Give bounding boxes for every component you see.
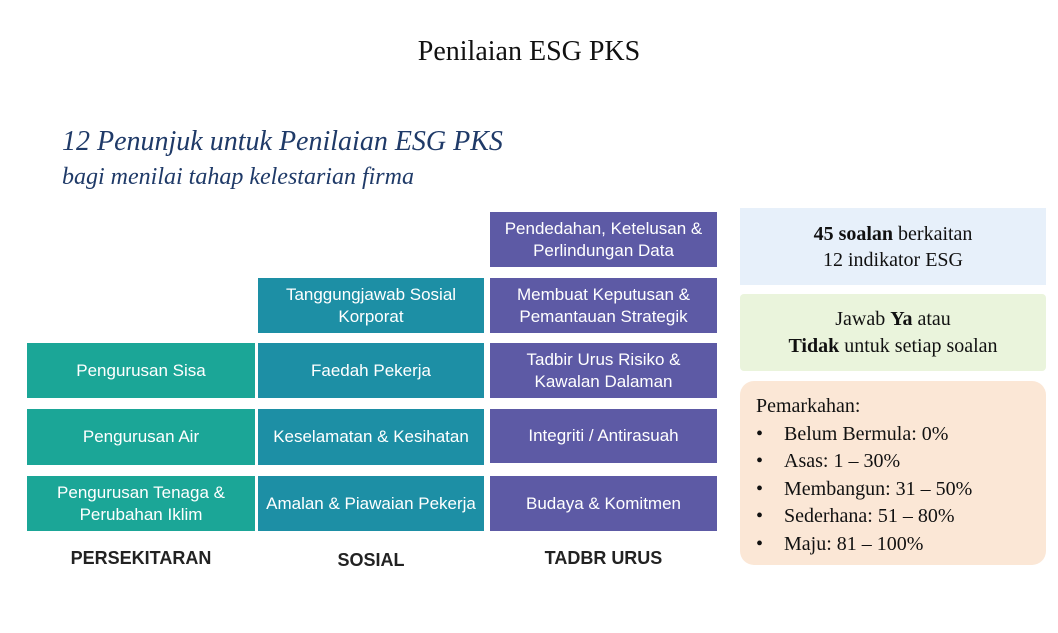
gov-indicator-culture: Budaya & Komitmen bbox=[490, 476, 717, 531]
subtitle-line-1: 12 Penunjuk untuk Penilaian ESG PKS bbox=[62, 126, 503, 157]
scoring-panel: Pemarkahan: • Belum Bermula: 0% • Asas: 1 … bbox=[740, 381, 1046, 565]
answer-yes: Ya bbox=[890, 307, 913, 330]
scoring-level: • Sederhana: 51 – 80% bbox=[756, 503, 1030, 531]
bullet: • bbox=[756, 477, 764, 500]
env-indicator-waste: Pengurusan Sisa bbox=[27, 343, 255, 398]
answer-prefix: Jawab bbox=[835, 307, 891, 330]
soc-indicator-benefits: Faedah Pekerja bbox=[258, 343, 484, 398]
bullet: • bbox=[756, 532, 764, 555]
questions-panel: 45 soalan berkaitan 12 indikator ESG bbox=[740, 208, 1046, 285]
env-indicator-energy-climate: Pengurusan Tenaga & Perubahan Iklim bbox=[27, 476, 255, 531]
scoring-level: • Asas: 1 – 30% bbox=[756, 448, 1030, 476]
env-indicator-water: Pengurusan Air bbox=[27, 409, 255, 465]
gov-indicator-disclosure-data: Pendedahan, Ketelusan & Perlindungan Dat… bbox=[490, 212, 717, 267]
answer-line-2: Tidak untuk setiap soalan bbox=[788, 333, 997, 360]
bullet: • bbox=[756, 450, 764, 472]
soc-indicator-safety-health: Keselamatan & Kesihatan bbox=[258, 409, 484, 465]
questions-line-2: 12 indikator ESG bbox=[823, 248, 963, 271]
pillar-label-governance: TADBR URUS bbox=[544, 548, 663, 568]
gov-indicator-risk-control: Tadbir Urus Risiko & Kawalan Dalaman bbox=[490, 343, 717, 398]
bullet: • bbox=[756, 422, 764, 445]
gov-indicator-decision-strategy: Membuat Keputusan & Pemantauan Strategik bbox=[490, 278, 717, 333]
answer-suffix: untuk setiap soalan bbox=[839, 334, 998, 357]
answer-no: Tidak bbox=[788, 334, 840, 357]
scoring-level-text: Belum Bermula: 0% bbox=[784, 422, 949, 445]
answer-panel: Jawab Ya atau Tidak untuk setiap soalan bbox=[740, 294, 1046, 371]
scoring-level-text: Membangun: 31 – 50% bbox=[784, 477, 973, 500]
scoring-level: • Maju: 81 – 100% bbox=[756, 531, 1030, 559]
scoring-list: • Belum Bermula: 0% • Asas: 1 – 30% • Memba… bbox=[756, 421, 1030, 559]
scoring-level-text: Maju: 81 – 100% bbox=[784, 532, 924, 555]
subtitle: 12 Penunjuk untuk Penilaian ESG PKS bagi… bbox=[62, 124, 503, 194]
scoring-level-text: Asas: 1 – 30% bbox=[784, 450, 901, 472]
scoring-heading: Pemarkahan: bbox=[756, 395, 861, 417]
subtitle-line-2: bagi menilai tahap kelestarian firma bbox=[62, 164, 414, 190]
soc-indicator-csr: Tanggungjawab Sosial Korporat bbox=[258, 278, 484, 333]
pillar-label-environment: PERSEKITARAN bbox=[70, 548, 212, 568]
answer-line-1: Jawab Ya atau bbox=[835, 306, 951, 333]
scoring-level: • Membangun: 31 – 50% bbox=[756, 476, 1030, 504]
questions-line-1: 45 soalan berkaitan bbox=[814, 221, 973, 247]
soc-indicator-labour-standards: Amalan & Piawaian Pekerja bbox=[258, 476, 484, 531]
bullet: • bbox=[756, 505, 764, 527]
page-title: Penilaian ESG PKS bbox=[417, 36, 641, 67]
gov-indicator-integrity: Integriti / Antirasuah bbox=[490, 409, 717, 463]
pillar-label-social: SOSIAL bbox=[337, 550, 405, 570]
questions-count: 45 soalan bbox=[813, 222, 894, 245]
scoring-level: • Belum Bermula: 0% bbox=[756, 421, 1030, 449]
answer-or: atau bbox=[912, 307, 951, 330]
scoring-level-text: Sederhana: 51 – 80% bbox=[784, 505, 955, 527]
questions-related: berkaitan bbox=[893, 222, 973, 245]
